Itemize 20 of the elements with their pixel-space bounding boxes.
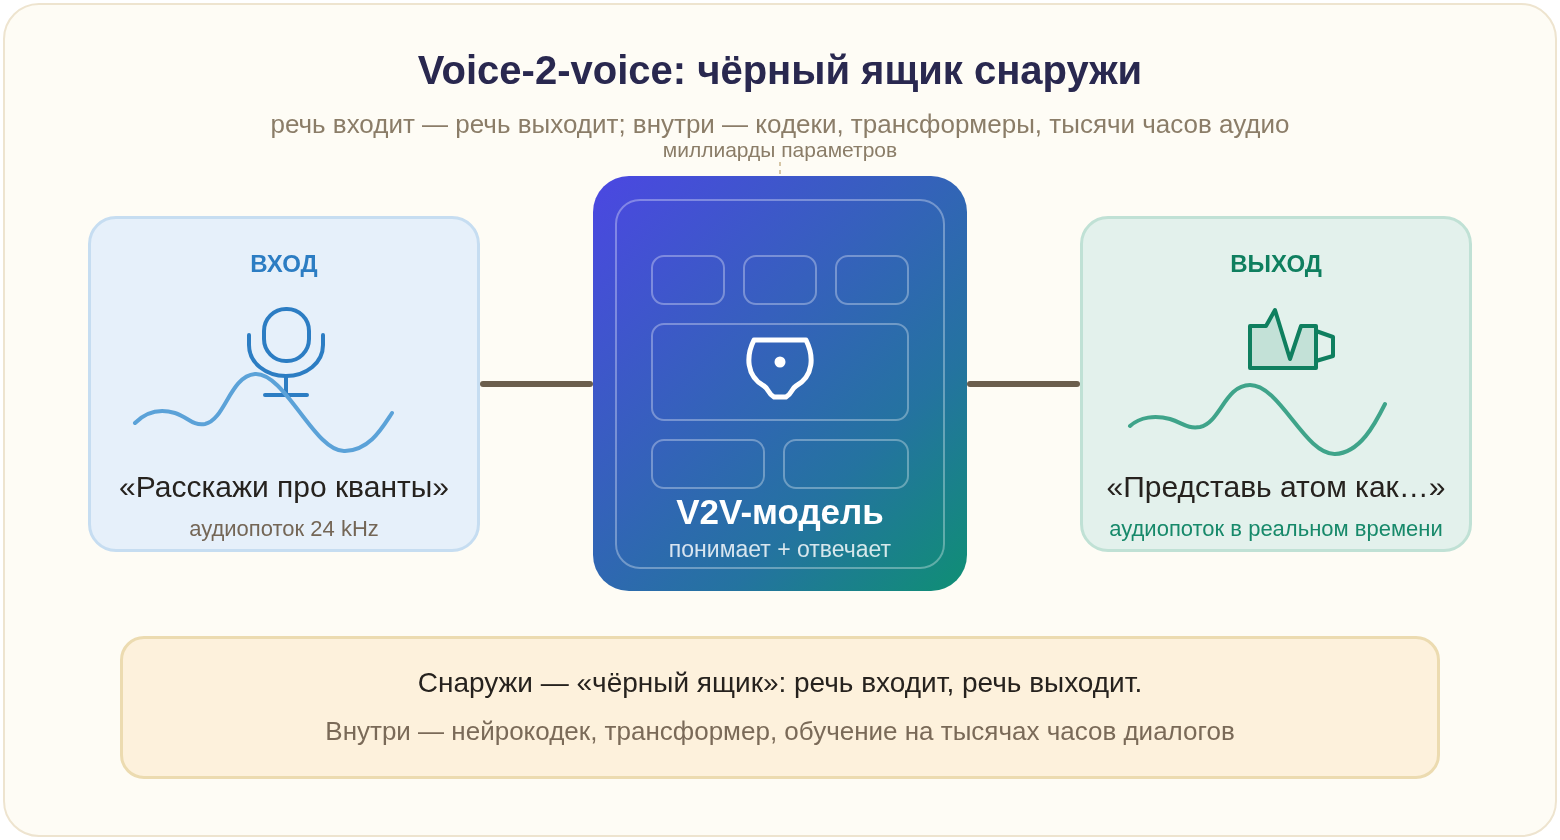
subtitle-text: речь входит — речь выходит; внутри — кодеки, трансформеры, тысячи часов аудио xyxy=(270,109,1290,139)
summary-note: Внутри — нейрокодек, трансформер, обучение на тысячах часов диалогов xyxy=(325,716,1235,746)
input-card xyxy=(88,216,480,552)
card-heading: ВЫХОД xyxy=(1230,250,1322,278)
quote-text: «Расскажи про кванты» xyxy=(119,470,449,504)
model-card xyxy=(593,176,967,591)
output-card xyxy=(1080,216,1472,552)
diagram-title: Voice-2-voice: чёрный ящик снаружи xyxy=(417,47,1143,93)
annotation-text: миллиарды параметров xyxy=(662,138,898,162)
quote-text: «Представь атом как…» xyxy=(1106,470,1446,504)
summary-text: Снаружи — «чёрный ящик»: речь входит, речь выходит. xyxy=(417,667,1143,699)
stream-caption: аудиопоток в реальном времени xyxy=(1109,516,1443,542)
summary-panel xyxy=(120,636,1440,779)
connector-line xyxy=(967,381,1080,387)
card-heading: ВХОД xyxy=(250,250,318,278)
model-title: V2V-модель xyxy=(676,492,884,532)
model-subtitle: понимает + отвечает xyxy=(668,536,892,562)
connector-line xyxy=(480,381,593,387)
leader-line xyxy=(779,161,781,177)
stream-caption: аудиопоток 24 kHz xyxy=(189,516,379,542)
